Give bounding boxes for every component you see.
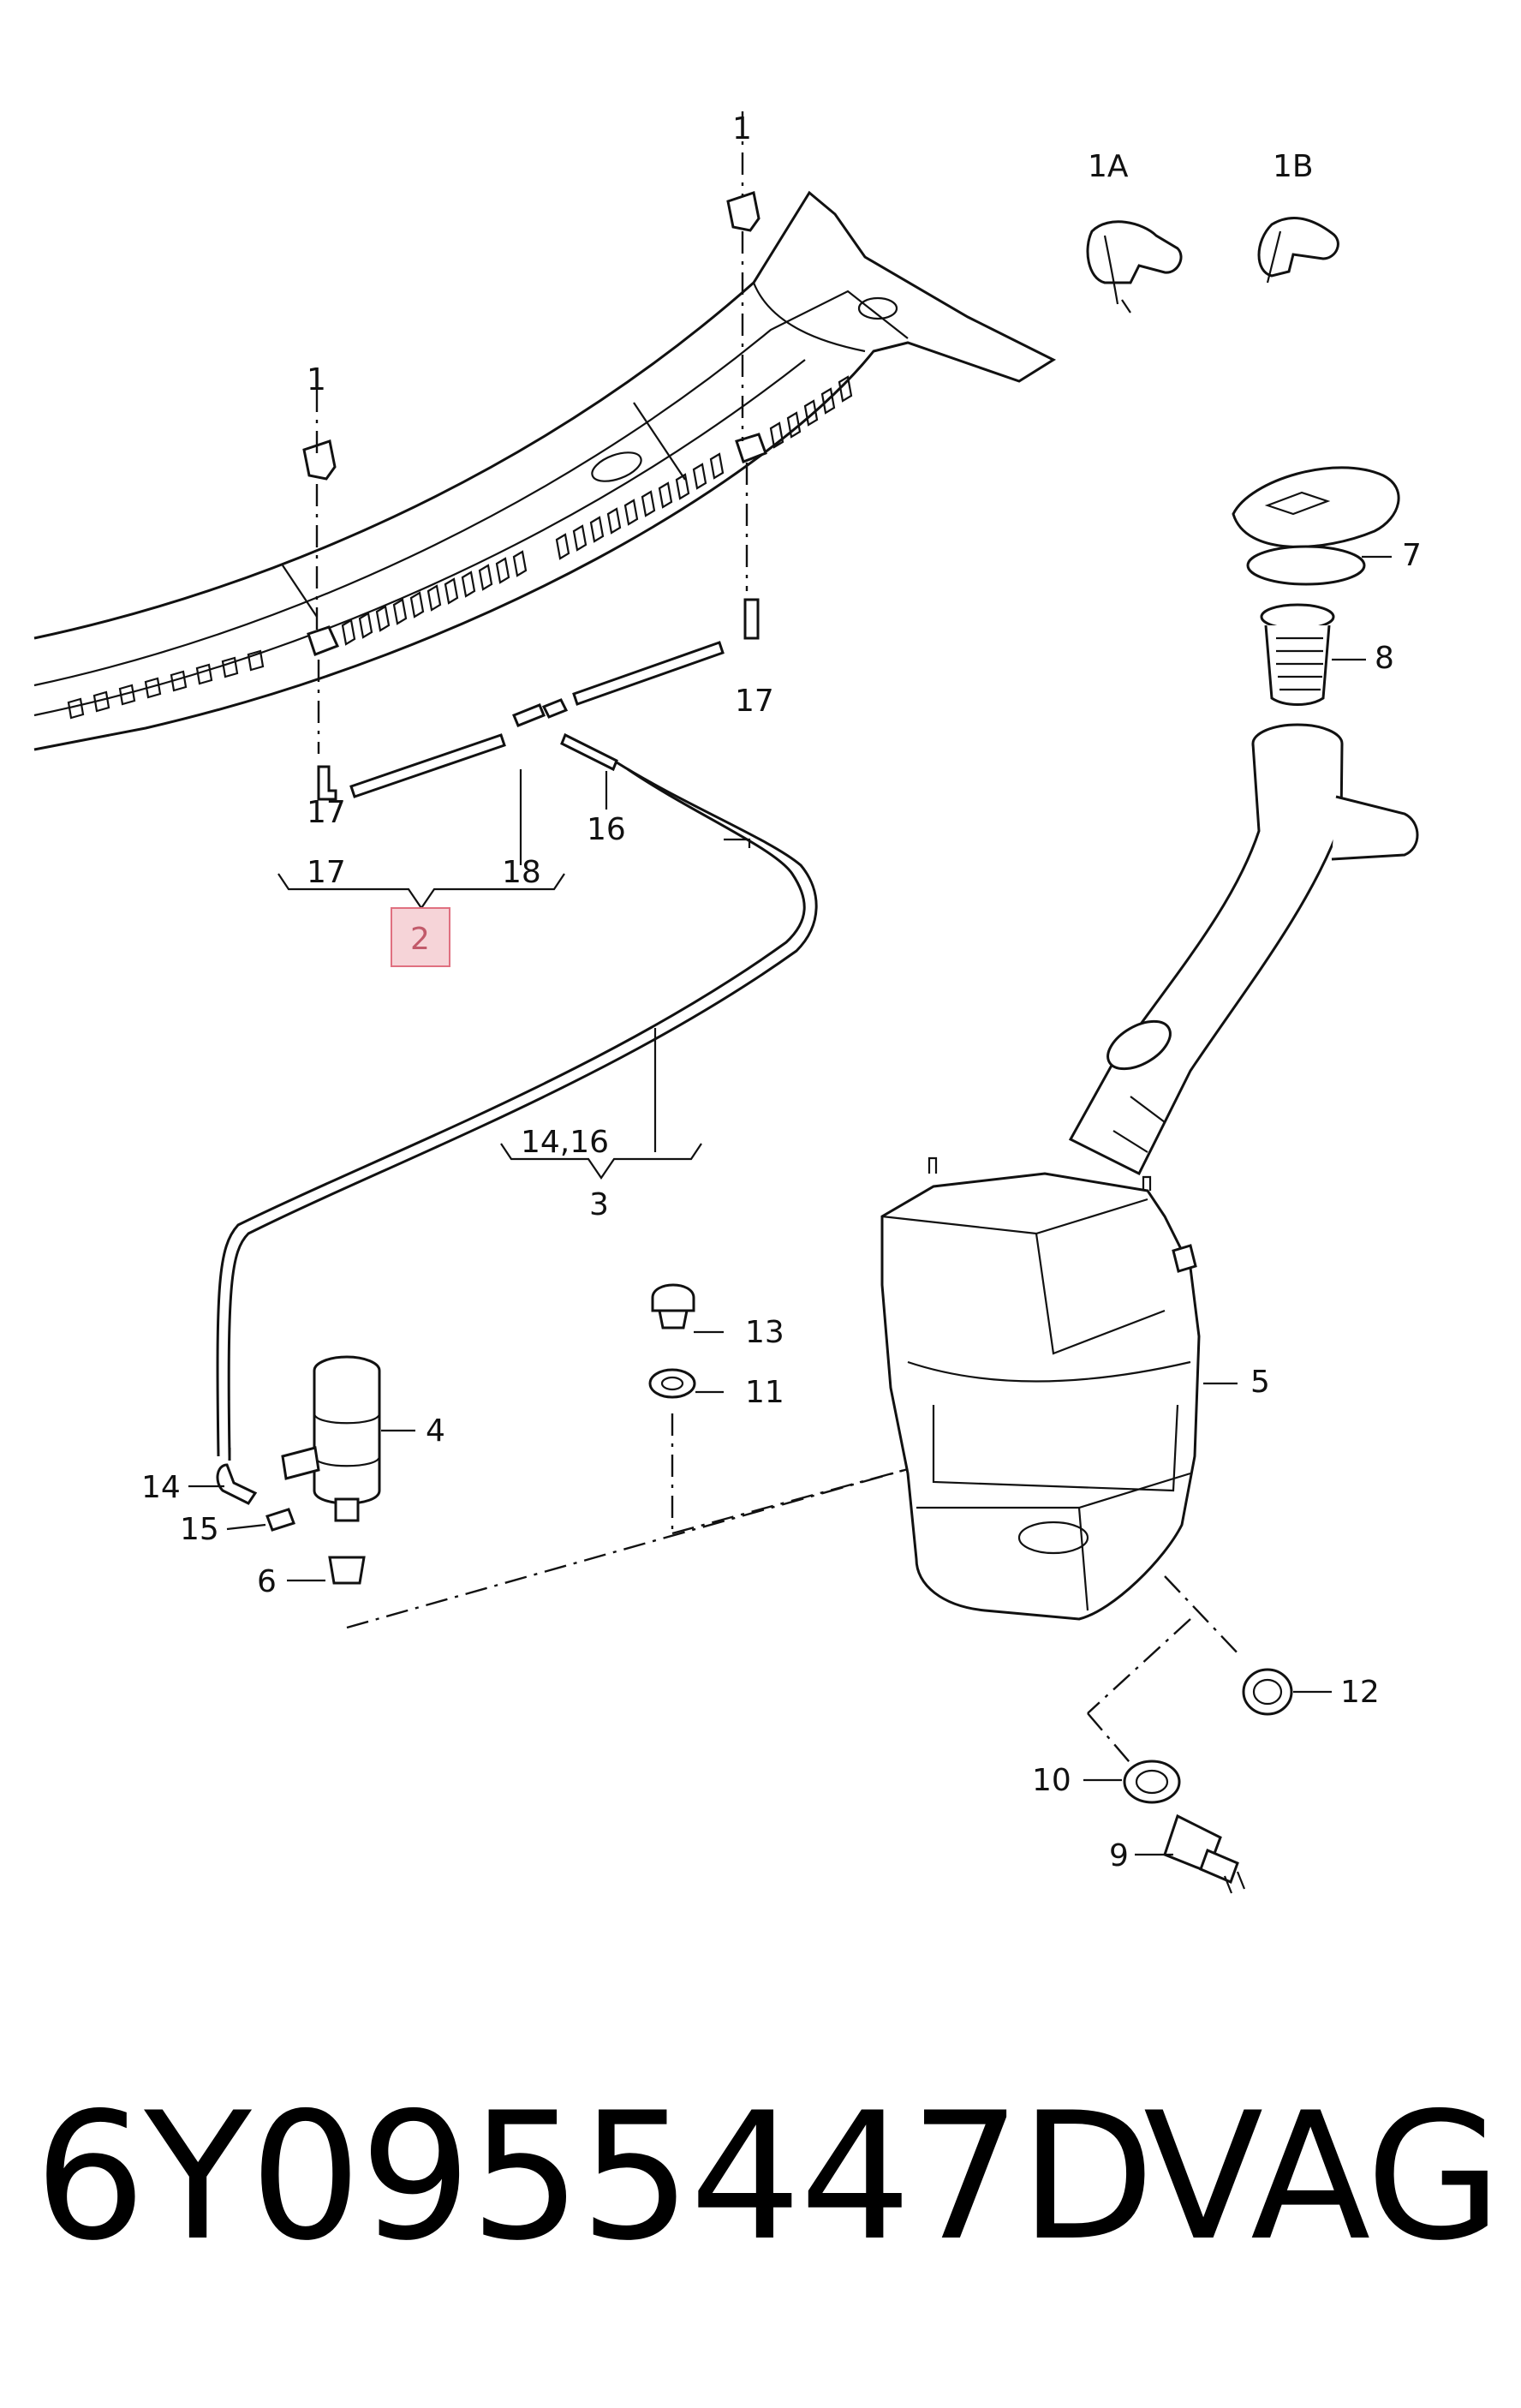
filler-cap-7: [1232, 466, 1400, 586]
callout-17-lower: 17: [307, 795, 346, 830]
callout-3: 3: [589, 1187, 609, 1222]
washer-pump-4: [281, 1355, 381, 1522]
callout-14-16: 14,16: [521, 1125, 609, 1160]
highlight-2-box: [391, 907, 450, 967]
washer-reservoir-5: [880, 1156, 1201, 1621]
bracket-3: [500, 1143, 702, 1180]
callout-17-bracket: 17: [307, 855, 346, 890]
brand-label: VAG: [1143, 2076, 1502, 2280]
hose-14: [216, 1463, 258, 1505]
callout-16: 16: [587, 812, 626, 847]
level-sensor-9: [1163, 1813, 1246, 1894]
callout-8: 8: [1375, 641, 1394, 676]
grommet-13: [651, 1283, 695, 1329]
plug-12: [1242, 1668, 1293, 1716]
callout-1-right: 1: [732, 111, 752, 146]
callout-12: 12: [1340, 1675, 1380, 1710]
clip-1B: [1257, 217, 1339, 284]
strainer-8: [1260, 603, 1335, 706]
callout-9: 9: [1109, 1838, 1129, 1873]
callout-14: 14: [141, 1470, 181, 1505]
callout-17-right: 17: [735, 684, 774, 719]
clip-1A: [1086, 220, 1183, 314]
clip-1-right: [726, 191, 767, 463]
grommet-6: [328, 1556, 366, 1585]
filler-neck: [1068, 723, 1419, 1176]
cowl-panel: [33, 190, 1057, 751]
grommet-15: [265, 1508, 295, 1532]
clip-1-left: [302, 439, 340, 656]
hose-assembly: [216, 598, 818, 1457]
callout-4: 4: [426, 1413, 445, 1449]
callout-13: 13: [745, 1315, 784, 1350]
callout-10: 10: [1032, 1763, 1071, 1798]
callout-11: 11: [745, 1375, 784, 1410]
callout-1B: 1B: [1273, 149, 1314, 184]
callout-2: 2: [410, 922, 430, 957]
grommet-11: [648, 1368, 696, 1399]
seal-10: [1123, 1760, 1181, 1804]
callout-7: 7: [1402, 538, 1422, 573]
callout-1A: 1A: [1088, 149, 1129, 184]
part-number: 6Y0955447D: [34, 2076, 1154, 2280]
callout-15: 15: [180, 1512, 219, 1547]
callout-18: 18: [502, 855, 541, 890]
callout-5: 5: [1250, 1365, 1270, 1400]
callout-6: 6: [257, 1564, 277, 1599]
footer: 6Y0955447D VAG: [0, 2090, 1521, 2313]
callout-1-left: 1: [307, 362, 326, 397]
